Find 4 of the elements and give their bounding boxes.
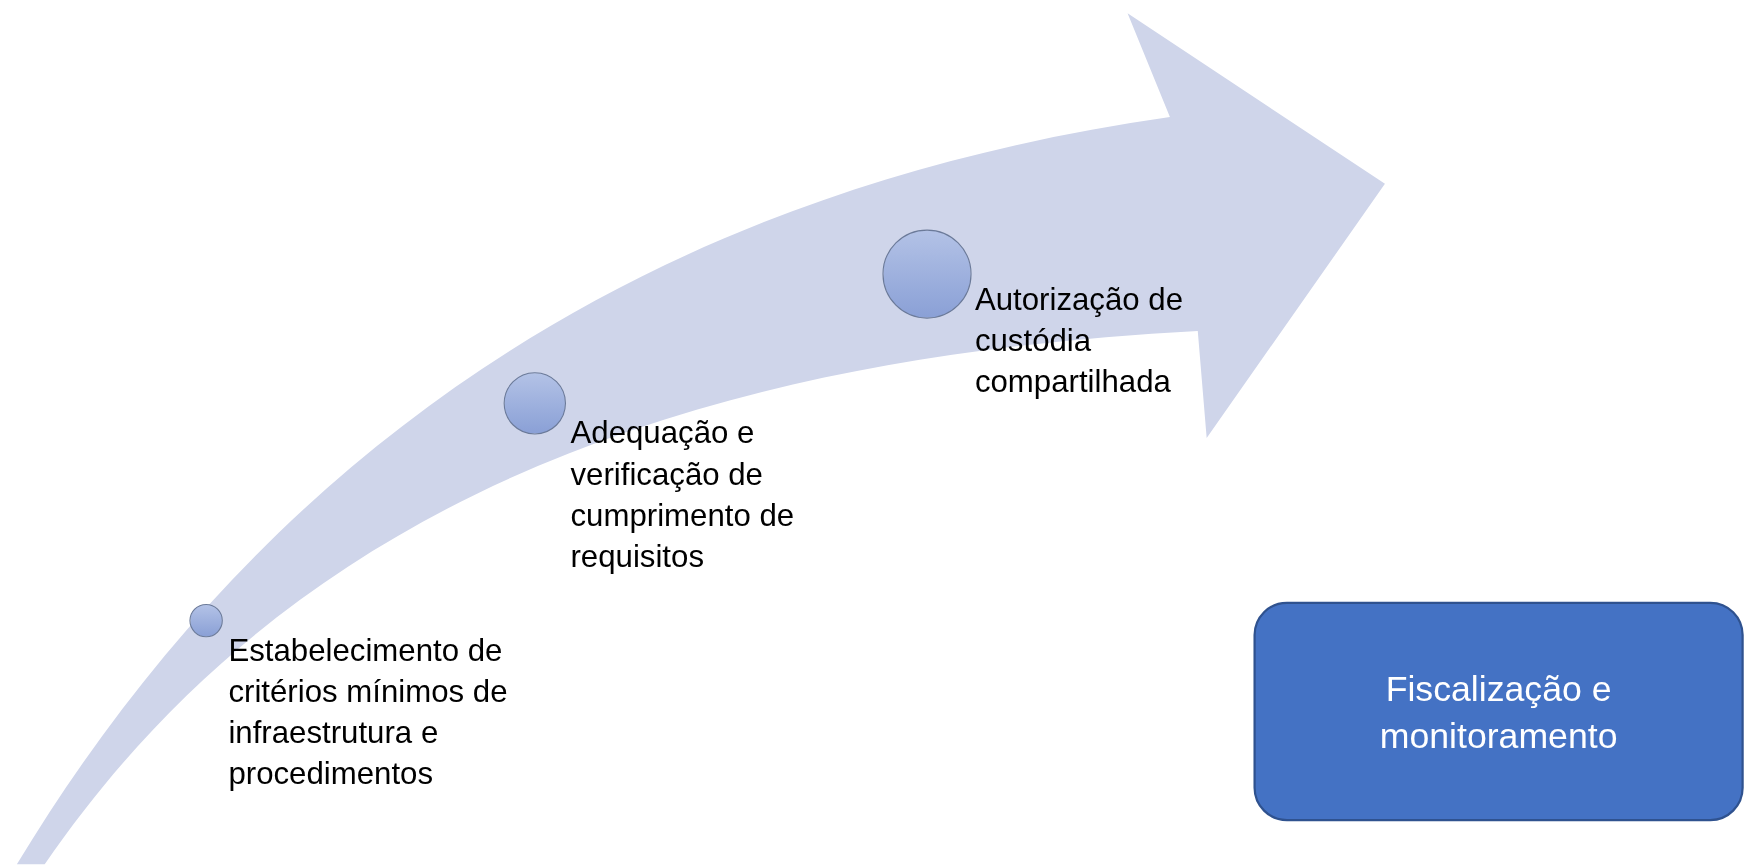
step-text: Autorização de custódia compartilhada: [974, 280, 1185, 401]
step-text: Estabelecimento de critérios mínimos de infraestrutura e procedimentos: [228, 631, 509, 794]
step-text: Adequação e verificação de cumprimento de requisitos: [570, 414, 796, 576]
process-box: Fiscalização e monitoramento: [1253, 601, 1744, 822]
